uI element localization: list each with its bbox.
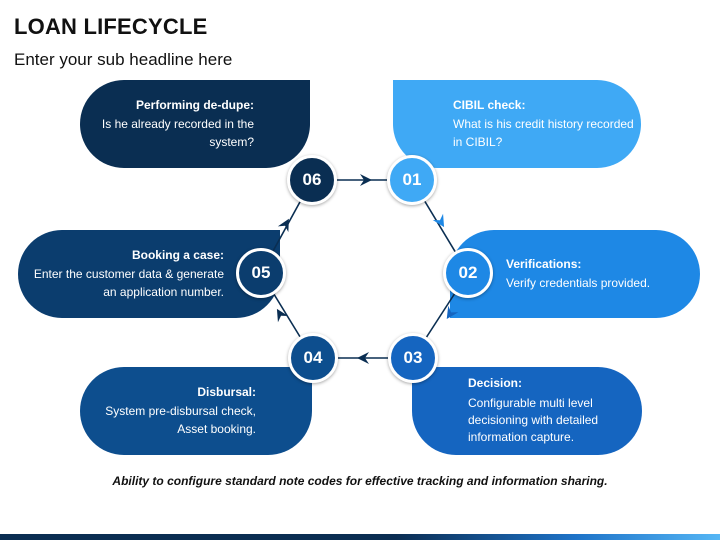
bottom-accent-bar bbox=[0, 534, 720, 540]
step-description: Enter the customer data & generate an ap… bbox=[33, 267, 224, 299]
step-heading: Decision: bbox=[468, 376, 523, 391]
step-card-03: Decision: Configurable multi level decis… bbox=[412, 367, 642, 455]
step-heading: Booking a case: bbox=[131, 247, 224, 262]
step-heading: Disbursal: bbox=[197, 384, 256, 399]
step-node-04: 04 bbox=[288, 333, 338, 383]
step-description: Configurable multi level decisioning wit… bbox=[468, 395, 599, 445]
step-card-06: Performing de-dupe: Is he already record… bbox=[80, 80, 310, 168]
arrow-icon bbox=[277, 218, 289, 233]
arrow-icon bbox=[360, 174, 372, 186]
step-heading: Performing de-dupe: bbox=[135, 97, 254, 112]
step-heading: CIBIL check: bbox=[453, 97, 526, 112]
step-heading: Verifications: bbox=[506, 256, 582, 271]
step-node-01: 01 bbox=[387, 155, 437, 205]
arrow-icon bbox=[276, 308, 289, 323]
step-node-06: 06 bbox=[287, 155, 337, 205]
arrow-icon bbox=[446, 305, 459, 320]
step-description: Verify credentials provided. bbox=[506, 276, 651, 290]
step-card-01: CIBIL check: What is his credit history … bbox=[393, 80, 641, 168]
step-card-04: Disbursal: System pre-disbursal check, A… bbox=[80, 367, 312, 455]
step-node-03: 03 bbox=[388, 333, 438, 383]
step-description: Is he already recorded in the system? bbox=[101, 117, 254, 149]
step-description: What is his credit history recorded in C… bbox=[453, 117, 634, 149]
step-node-02: 02 bbox=[443, 248, 493, 298]
arrow-icon bbox=[357, 352, 369, 364]
step-node-05: 05 bbox=[236, 248, 286, 298]
step-description: System pre-disbursal check, Asset bookin… bbox=[105, 404, 256, 436]
arrow-icon bbox=[432, 213, 445, 228]
page-title: LOAN LIFECYCLE bbox=[14, 14, 208, 39]
footer-note: Ability to configure standard note codes… bbox=[112, 474, 608, 488]
page-subtitle: Enter your sub headline here bbox=[14, 50, 233, 69]
